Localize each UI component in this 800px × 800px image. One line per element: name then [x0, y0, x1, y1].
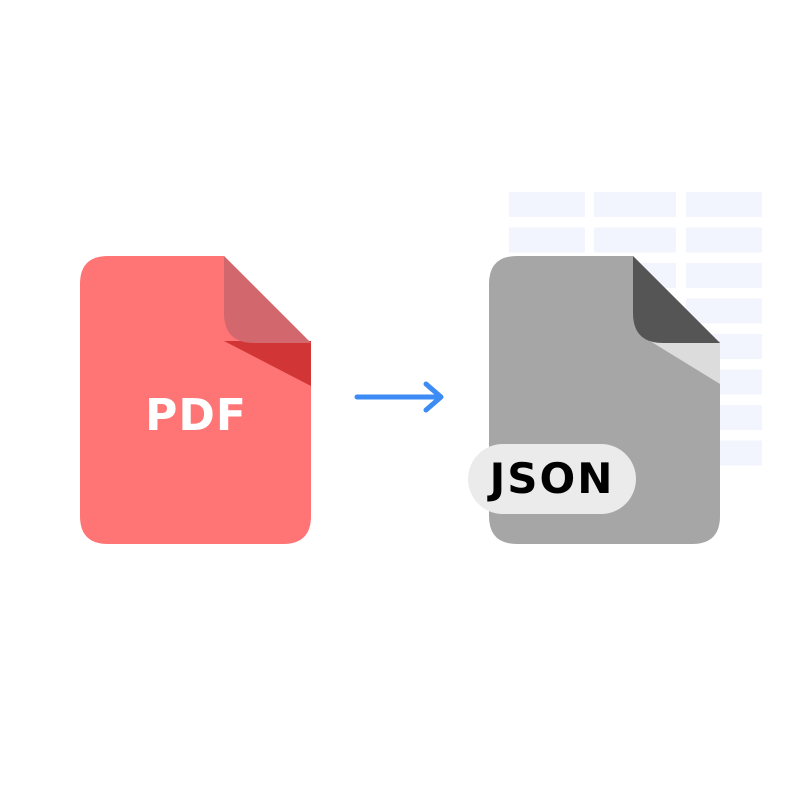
grid-cell — [686, 263, 762, 288]
json-fold-shadow — [650, 341, 720, 384]
grid-cell — [594, 227, 676, 253]
grid-cell — [594, 192, 676, 217]
grid-cell — [686, 192, 762, 217]
grid-cell — [509, 227, 585, 253]
grid-cell — [686, 227, 762, 253]
json-file-icon — [468, 256, 720, 544]
json-label-badge — [468, 444, 636, 514]
pdf-label: PDF — [145, 390, 247, 441]
pdf-file-fold — [224, 256, 311, 343]
pdf-fold-shadow — [224, 341, 311, 386]
grid-cell — [686, 298, 762, 324]
arrow-right-icon — [354, 381, 444, 413]
json-file-fold — [633, 256, 720, 343]
grid-cell — [509, 192, 585, 217]
json-label: JSON — [489, 454, 615, 503]
pdf-file-icon — [80, 256, 311, 544]
